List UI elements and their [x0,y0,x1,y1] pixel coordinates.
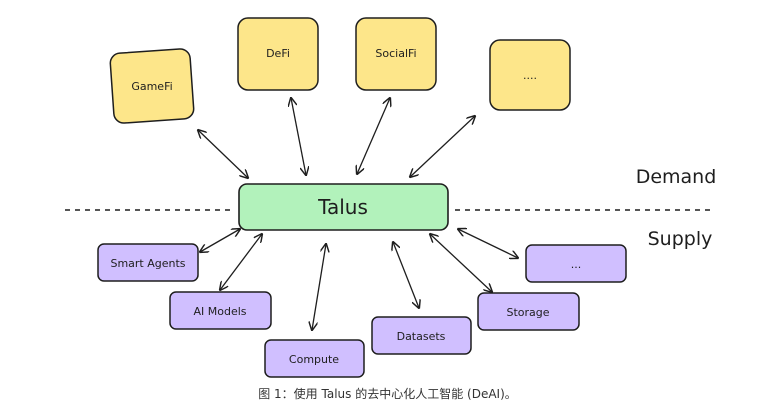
supply-node-compute: Compute [264,339,365,378]
supply-node-label: Compute [289,353,339,366]
demand-node-label: DeFi [266,47,290,60]
demand-node-socialfi: SocialFi [355,17,437,91]
supply-node-ai-models: AI Models [169,291,272,330]
demand-node-label: .... [523,69,537,82]
connector-arrows [198,98,518,330]
supply-label: Supply [648,228,713,250]
supply-node-more: ... [525,244,627,283]
demand-node-defi: DeFi [237,17,319,91]
demand-node-label: GameFi [131,80,172,93]
arrow-more-demand-talus [410,116,475,177]
arrow-talus-more-supply [458,229,518,258]
supply-node-smart-agents: Smart Agents [97,243,199,282]
arrow-socialfi-talus [357,98,390,174]
supply-node-storage: Storage [477,292,580,331]
arrow-talus-datasets [393,242,419,308]
demand-node-gamefi: GameFi [109,48,195,124]
figure-caption: 图 1：使用 Talus 的去中心化人工智能 (DeAI)。 [258,387,517,401]
arrow-defi-talus [291,98,306,175]
supply-node-label: Smart Agents [110,257,185,270]
demand-node-label: SocialFi [375,47,416,60]
supply-node-label: Storage [506,306,549,319]
center-node-label: Talus [317,195,368,219]
arrow-talus-storage [430,234,492,292]
supply-node-label: ... [571,258,582,271]
demand-node-more: .... [489,39,571,111]
center-node-talus: Talus [238,183,449,231]
supply-node-datasets: Datasets [371,316,472,355]
arrow-talus-compute [312,244,326,330]
arrow-talus-ai-models [220,234,262,290]
arrow-talus-smart-agents [200,229,240,252]
demand-label: Demand [636,166,717,188]
supply-node-label: AI Models [193,305,246,318]
arrow-gamefi-talus [198,130,248,178]
supply-node-label: Datasets [397,330,446,343]
